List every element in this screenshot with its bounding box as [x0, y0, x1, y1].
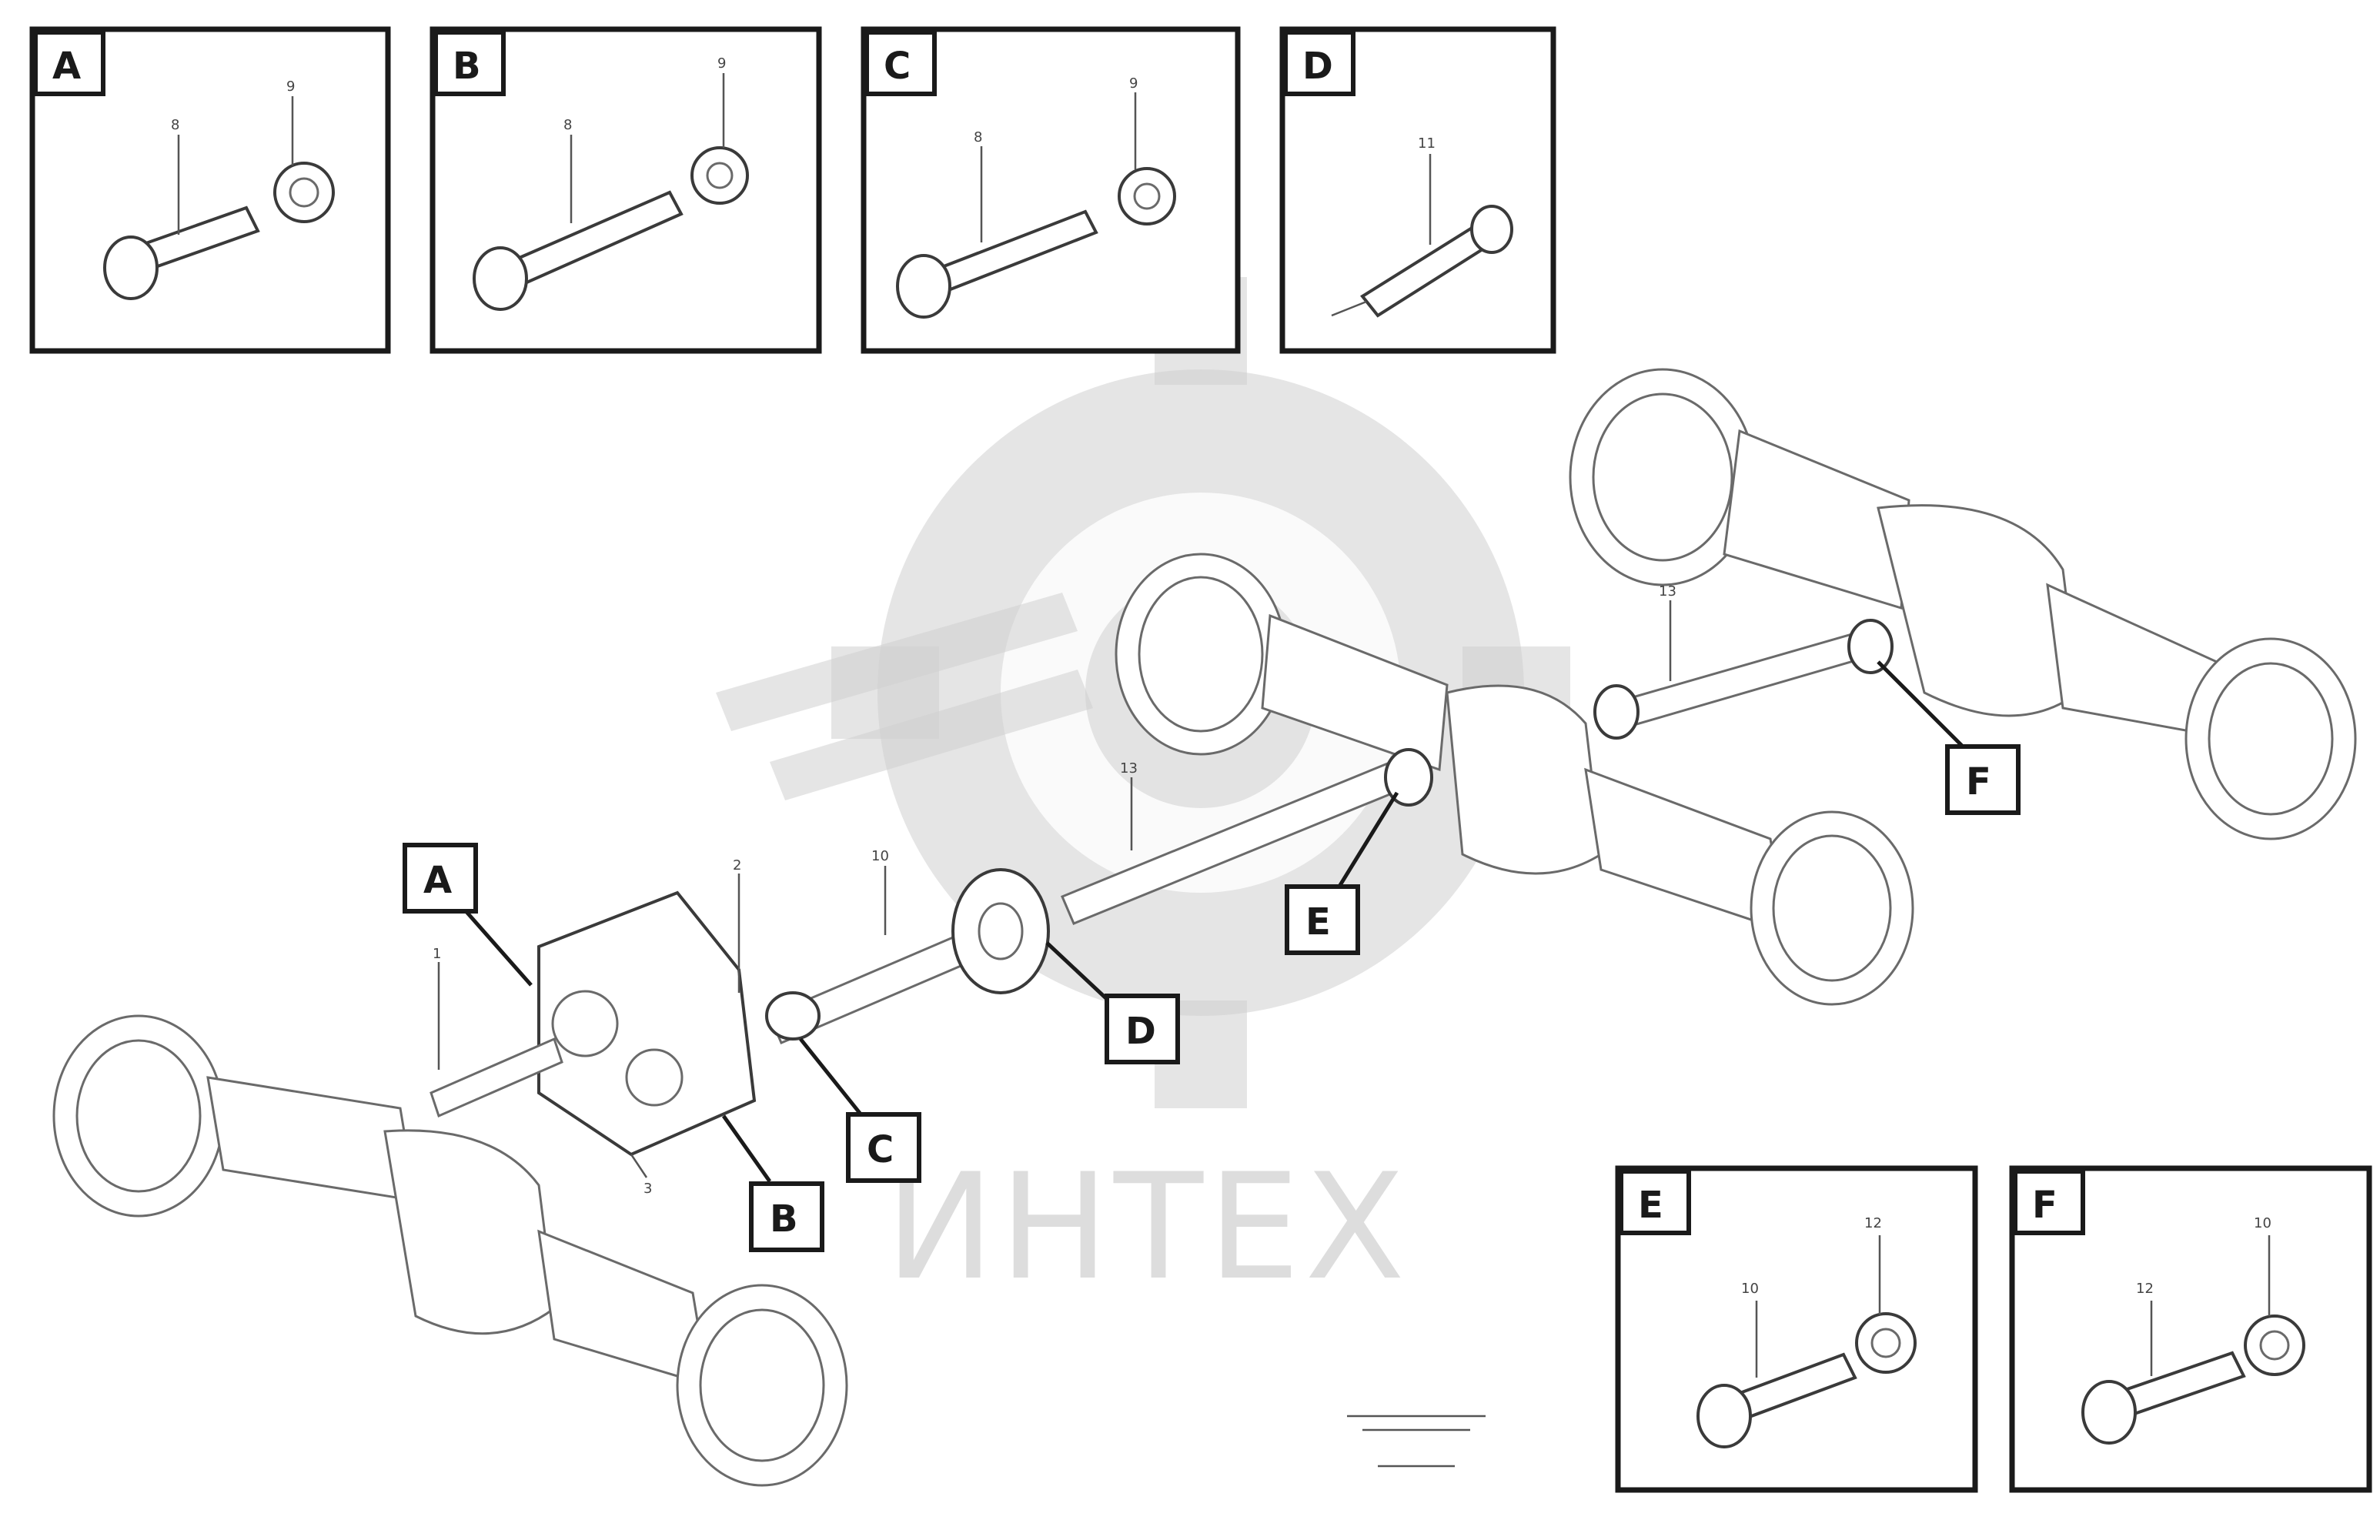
front-axle	[52, 1014, 848, 1487]
svg-text:D: D	[1125, 1010, 1156, 1053]
svg-text:A: A	[423, 859, 452, 902]
callout: 12	[1864, 1215, 1882, 1231]
inset-d-label: D	[1302, 45, 1333, 88]
callout: 10	[871, 848, 889, 864]
pin-icon	[1331, 205, 1513, 318]
tag-f: F	[1945, 744, 2021, 815]
bolt-icon	[1696, 1352, 1857, 1448]
inset-c-label: C	[884, 45, 911, 88]
tag-b: B	[749, 1181, 824, 1252]
inset-a-label: A	[52, 45, 81, 88]
rear-axle	[1569, 368, 2357, 840]
nut-icon	[2244, 1315, 2305, 1376]
bolt-icon	[2081, 1351, 2246, 1445]
svg-text:B: B	[770, 1198, 798, 1241]
callout: 8	[974, 129, 982, 145]
callout: 9	[717, 55, 726, 72]
bolt-icon	[896, 209, 1098, 319]
middle-axle	[1115, 553, 1914, 1006]
nut-icon	[273, 162, 335, 223]
callout: 13	[1120, 760, 1138, 777]
callout: 13	[1659, 583, 1676, 600]
inset-e-label: E	[1638, 1184, 1663, 1227]
nut-icon	[690, 146, 749, 205]
inset-b-label: B	[453, 45, 481, 88]
tag-a: A	[403, 843, 478, 914]
callout: 3	[643, 1181, 652, 1197]
inset-f-label: F	[2032, 1184, 2057, 1227]
inset-a: A 8 9	[29, 26, 391, 354]
callout: 12	[2136, 1281, 2154, 1297]
callout: 11	[1418, 135, 1436, 152]
callout: 9	[286, 79, 295, 95]
callout: 1	[433, 946, 441, 962]
inset-b: B 8 9	[430, 26, 822, 354]
svg-text:E: E	[1305, 900, 1331, 944]
tag-c: C	[846, 1112, 921, 1183]
callout: 8	[563, 117, 572, 133]
watermark-text: ИНТЕХ	[885, 1142, 1409, 1312]
callout: 8	[171, 117, 179, 133]
propeller-shafts	[430, 619, 1894, 1118]
svg-text:C: C	[867, 1128, 894, 1171]
drawing-reference	[1347, 1415, 1486, 1468]
callout: 2	[733, 857, 741, 874]
tag-d: D	[1105, 994, 1180, 1064]
bolt-icon	[473, 190, 684, 311]
callout: 10	[2254, 1215, 2271, 1231]
callout: 10	[1741, 1281, 1759, 1297]
nut-icon	[1855, 1312, 1917, 1374]
inset-d: D 11	[1279, 26, 1556, 354]
svg-text:F: F	[1966, 760, 1991, 803]
inset-c: C 8 9	[861, 26, 1241, 354]
watermark-logo	[716, 277, 1570, 1108]
tag-e: E	[1285, 884, 1360, 955]
transfer-gearbox	[537, 890, 757, 1157]
inset-f: F 12 10	[2009, 1165, 2372, 1493]
callout: 9	[1129, 75, 1138, 92]
bolt-icon	[103, 205, 260, 300]
inset-e: E 10 12	[1615, 1165, 1978, 1493]
main-leaders	[437, 600, 1972, 1183]
nut-icon	[1118, 167, 1176, 225]
